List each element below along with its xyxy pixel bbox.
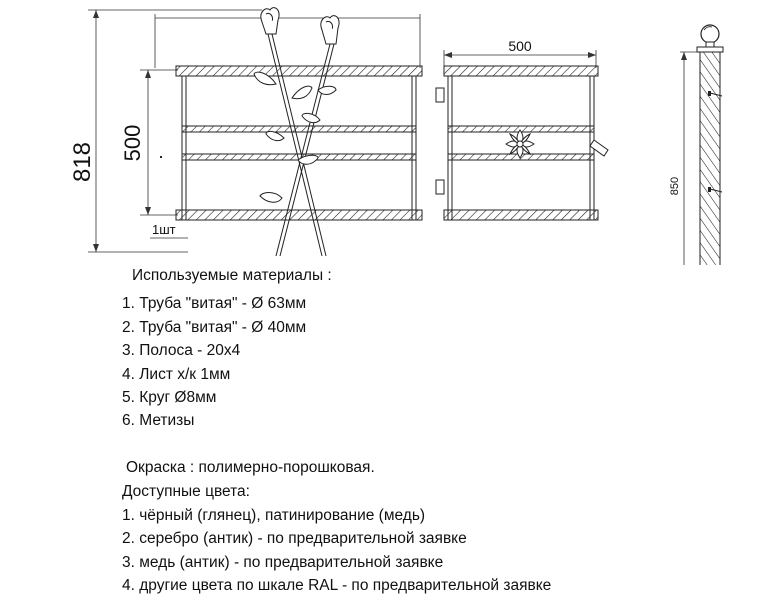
materials-item-3: 3. Полоса - 20х4 (122, 342, 241, 359)
front-view: 818 500 1шт (69, 7, 423, 257)
materials-item-1: 1. Труба "витая" - Ø 63мм (122, 295, 307, 312)
post-view: 850 (669, 24, 724, 265)
dimension-818: 818 (69, 142, 96, 182)
paint-line: Окраска : полимерно-порошковая. (126, 459, 375, 476)
dimension-500-width: 500 (508, 38, 532, 54)
color-item-1: 1. чёрный (глянец), патинирование (медь) (122, 507, 426, 524)
color-item-4: 4. другие цвета по шкале RAL - по предва… (122, 577, 552, 594)
quantity-label: 1шт (152, 222, 176, 237)
materials-item-5: 5. Круг Ø8мм (122, 389, 217, 406)
materials-heading: Используемые материалы : (132, 267, 332, 284)
color-item-3: 3. медь (антик) - по предварительной зая… (122, 554, 444, 571)
flower-ornament (505, 129, 535, 159)
middle-view: 500 (435, 38, 609, 221)
dimension-500-height: 500 (120, 125, 145, 162)
rose-left (260, 7, 280, 35)
technical-drawing: 818 500 1шт (69, 7, 724, 265)
materials-item-6: 6. Метизы (122, 412, 195, 429)
materials-item-4: 4. Лист х/к 1мм (122, 366, 231, 383)
rose-right (320, 15, 340, 45)
color-item-2: 2. серебро (антик) - по предварительной … (122, 530, 467, 547)
materials-item-2: 2. Труба "витая" - Ø 40мм (122, 319, 307, 336)
leaves (253, 71, 337, 203)
colors-heading: Доступные цвета: (122, 483, 250, 500)
dimension-850: 850 (669, 177, 681, 195)
